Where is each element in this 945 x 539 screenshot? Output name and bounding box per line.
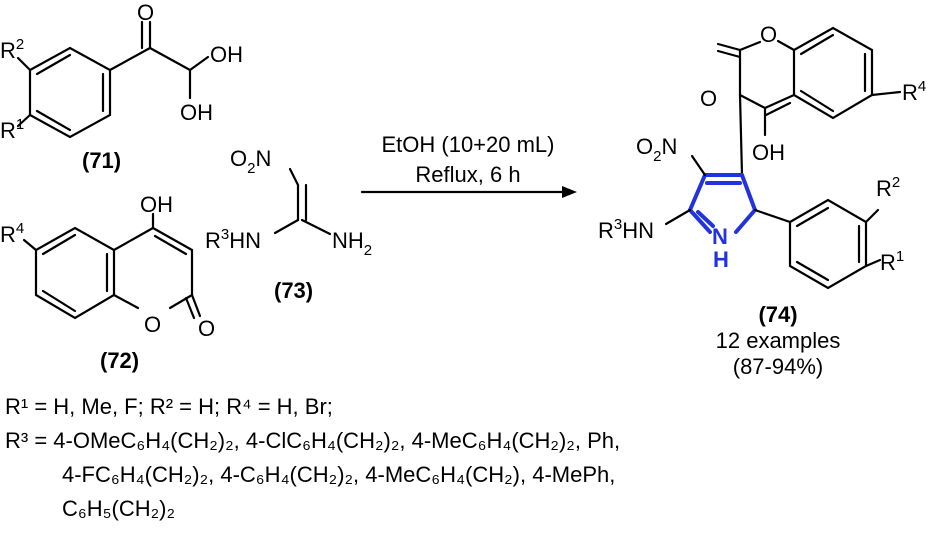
examples-count: 12 examples xyxy=(716,328,841,353)
r4-label: R4 xyxy=(0,220,24,247)
ring-oxygen-label: O xyxy=(144,312,161,337)
carbonyl-oxygen-label: O xyxy=(198,316,215,341)
ring-oxygen-label: O xyxy=(760,22,777,47)
compound-71: O OH OH R2 R1 (71) xyxy=(0,0,243,173)
compound-72-id: (72) xyxy=(100,348,139,373)
reaction-solvent: EtOH (10+20 mL) xyxy=(381,132,554,157)
r2-label: R2 xyxy=(0,36,24,63)
arrowhead-icon xyxy=(562,186,577,198)
reaction-arrow xyxy=(360,186,577,198)
pyrrole-nitrogen-label: N xyxy=(712,224,728,249)
r3-amine-label: R3HN xyxy=(205,226,261,253)
substituent-line-4: C₆H₅(CH₂)₂ xyxy=(62,496,176,521)
compound-73-id: (73) xyxy=(274,278,313,303)
compound-74-id: (74) xyxy=(758,302,797,327)
hydroxyl-label: OH xyxy=(140,192,173,217)
r1-label: R1 xyxy=(880,248,904,275)
yield-range: (87-94%) xyxy=(733,354,823,379)
pyrrole-hydrogen-label: H xyxy=(713,247,729,272)
carbonyl-oxygen-label: O xyxy=(700,86,717,111)
compound-71-id: (71) xyxy=(82,148,121,173)
r3-amine-label: R3HN xyxy=(598,216,654,243)
reaction-conditions: Reflux, 6 h xyxy=(415,162,520,187)
substituent-line-3: 4-FC₆H₄(CH₂)₂, 4-C₆H₄(CH₂)₂, 4-MeC₆H₄(CH… xyxy=(62,462,616,487)
compound-74: N H O O OH R4 O2N R3HN R2 R1 (74) 12 exa… xyxy=(598,22,926,379)
compound-73: O2N R3HN NH2 (73) xyxy=(205,146,372,303)
hydroxyl-label: OH xyxy=(210,42,243,67)
substituent-line-1: R¹ = H, Me, F; R² = H; R⁴ = H, Br; xyxy=(5,394,333,419)
nitro-label: O2N xyxy=(230,146,271,177)
amine-label: NH2 xyxy=(332,228,372,259)
r2-label: R2 xyxy=(876,174,900,201)
r4-label: R4 xyxy=(902,78,926,105)
nitro-label: O2N xyxy=(636,134,677,165)
substituent-line-2: R³ = 4-OMeC₆H₄(CH₂)₂, 4-ClC₆H₄(CH₂)₂, 4-… xyxy=(5,428,621,453)
r1-label: R1 xyxy=(0,116,24,143)
compound-72: OH O O R4 (72) xyxy=(0,192,215,373)
hydroxyl-label: OH xyxy=(180,100,213,125)
hydroxyl-label: OH xyxy=(752,140,785,165)
carbonyl-oxygen-label: O xyxy=(137,0,154,25)
